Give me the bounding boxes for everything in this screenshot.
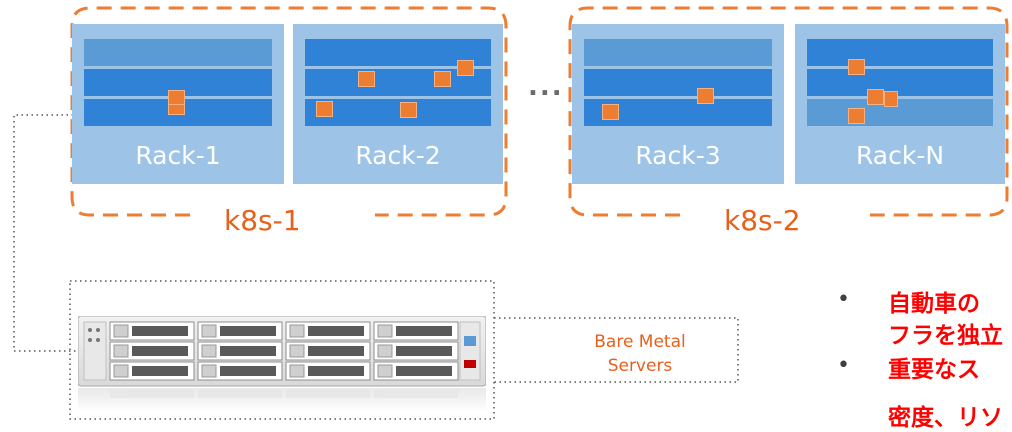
rack-n: Rack-N	[795, 24, 1005, 184]
cluster-ellipsis: ...	[528, 72, 564, 102]
bare-metal-callout	[494, 317, 739, 383]
bullet-2-line-2: 密度、リソ	[888, 405, 1003, 431]
bare-metal-box	[69, 280, 495, 420]
pod	[358, 71, 375, 87]
bare-metal-label: Bare Metal Servers	[560, 330, 720, 378]
rack-3: Rack-3	[572, 24, 784, 184]
server-chassis-image	[78, 316, 486, 412]
pod	[697, 88, 714, 104]
rack-1: Rack-1	[72, 24, 284, 184]
diagram-lines	[13, 6, 1009, 420]
bare-metal-line-1: Bare Metal	[594, 332, 686, 352]
k8s-1-label: k8s-1	[224, 204, 301, 237]
bullet-1-line-1: 自動車の	[888, 291, 980, 317]
pod	[168, 104, 185, 115]
pod	[434, 71, 451, 87]
pod	[848, 108, 865, 124]
pod	[457, 60, 474, 76]
pod	[602, 104, 619, 120]
bare-metal-line-2: Servers	[607, 356, 673, 376]
rack-label: Rack-1	[135, 141, 221, 170]
bullet-1-line-2: フラを独立	[888, 323, 1003, 349]
rack-label: Rack-3	[635, 141, 721, 170]
pod	[867, 89, 884, 105]
bullet-dot-1: •	[837, 287, 850, 312]
pod	[848, 59, 865, 75]
rack-label: Rack-N	[855, 141, 945, 170]
k8s-1-cluster-border	[70, 6, 508, 217]
pod	[316, 101, 333, 117]
pod	[400, 102, 417, 118]
bullet-dot-2: •	[837, 353, 850, 378]
k8s-2-label: k8s-2	[724, 204, 801, 237]
rack-label: Rack-2	[355, 141, 441, 170]
bullet-2-line-1: 重要なス	[888, 357, 980, 383]
pod	[884, 91, 898, 107]
rack-2: Rack-2	[293, 24, 503, 184]
